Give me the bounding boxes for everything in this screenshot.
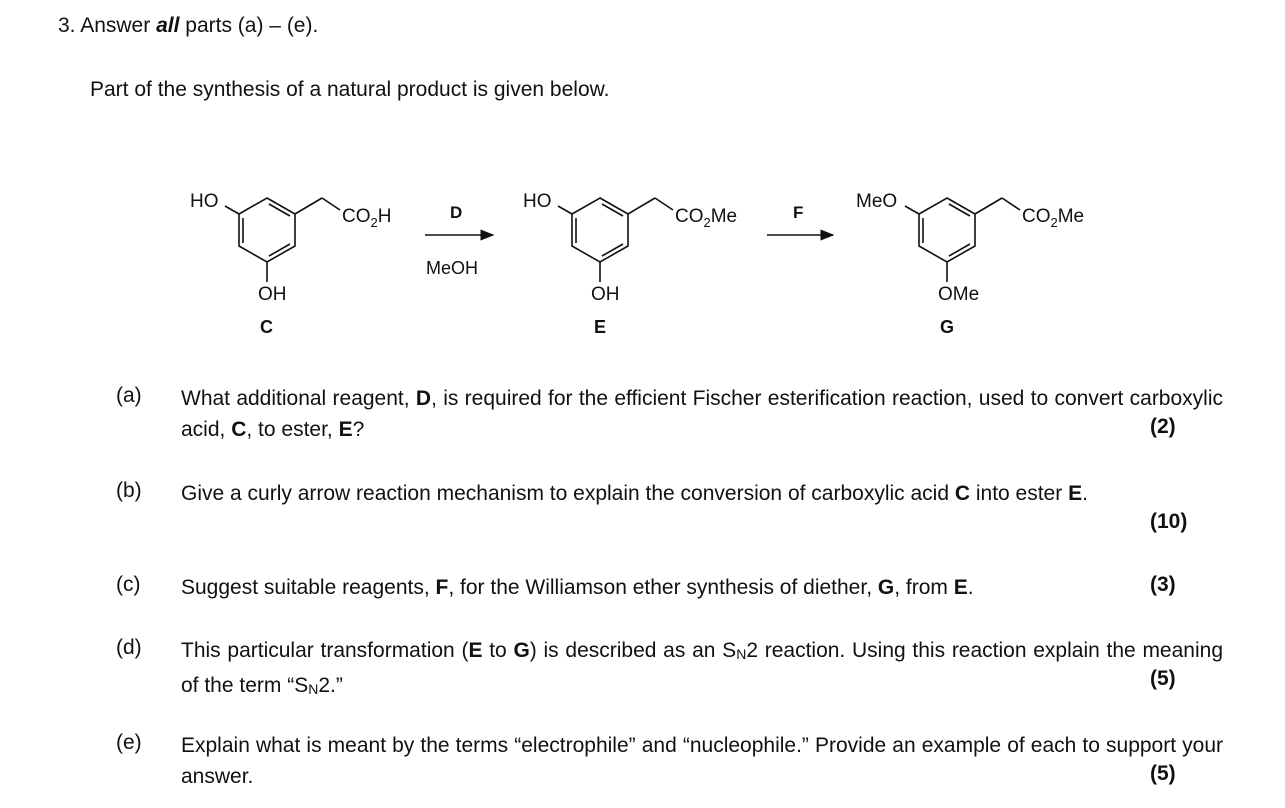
part-b-marks: (10) xyxy=(1150,510,1188,533)
compound-c-bottom-substituent: OH xyxy=(258,284,287,305)
part-b-text: Give a curly arrow reaction mechanism to… xyxy=(181,482,1088,505)
part-d-marks: (5) xyxy=(1150,667,1176,690)
compound-c-label: C xyxy=(260,317,273,337)
part-a-text: What additional reagent, D, is required … xyxy=(181,387,1223,441)
part-b-label: (b) xyxy=(116,479,142,502)
reaction-arrow-2: F xyxy=(767,203,835,241)
question-heading: 3. Answer all parts (a) – (e). xyxy=(58,14,318,38)
compound-c: HO CO2H OH C xyxy=(190,191,391,337)
compound-g-chain-group: CO2Me xyxy=(1022,206,1084,230)
arrow-2-reagent: F xyxy=(793,203,803,222)
part-c-marks: (3) xyxy=(1150,573,1176,596)
compound-c-chain-group: CO2H xyxy=(342,206,391,230)
compound-g: MeO CO2Me OMe G xyxy=(856,191,1084,337)
compound-g-label: G xyxy=(940,317,954,337)
part-a-label: (a) xyxy=(116,384,142,407)
compound-e-top-substituent: HO xyxy=(523,191,552,212)
arrow-1-reagent: D xyxy=(450,203,462,222)
compound-e-bottom-substituent: OH xyxy=(591,284,620,305)
reaction-arrow-1: D MeOH xyxy=(425,203,495,278)
compound-e-chain-group: CO2Me xyxy=(675,206,737,230)
arrow-1-solvent: MeOH xyxy=(426,258,478,278)
compound-e-label: E xyxy=(594,317,606,337)
part-a-marks: (2) xyxy=(1150,415,1176,438)
question-number: 3. xyxy=(58,14,76,37)
part-c-text: Suggest suitable reagents, F, for the Wi… xyxy=(181,576,974,599)
compound-g-top-substituent: MeO xyxy=(856,191,897,212)
compound-c-top-substituent: HO xyxy=(190,191,219,212)
question-emphasis: all xyxy=(156,14,180,37)
benzene-ring-c xyxy=(224,197,341,282)
part-e-marks: (5) xyxy=(1150,762,1176,785)
part-c-label: (c) xyxy=(116,573,141,596)
part-e-label: (e) xyxy=(116,731,142,754)
benzene-ring-e xyxy=(557,197,674,282)
question-tail: parts (a) – (e). xyxy=(185,14,319,37)
benzene-ring-g xyxy=(904,197,1021,282)
intro-text: Part of the synthesis of a natural produ… xyxy=(90,78,610,101)
compound-g-bottom-substituent: OMe xyxy=(938,284,979,305)
part-e-text: Explain what is meant by the terms “elec… xyxy=(181,734,1223,788)
question-lead: Answer xyxy=(80,14,151,37)
part-d-text: This particular transformation (E to G) … xyxy=(181,639,1223,697)
part-d-label: (d) xyxy=(116,636,142,659)
compound-e: HO CO2Me OH E xyxy=(523,191,737,337)
reaction-scheme: HO CO2H OH C D MeOH HO CO2Me OH E F xyxy=(190,191,1084,337)
